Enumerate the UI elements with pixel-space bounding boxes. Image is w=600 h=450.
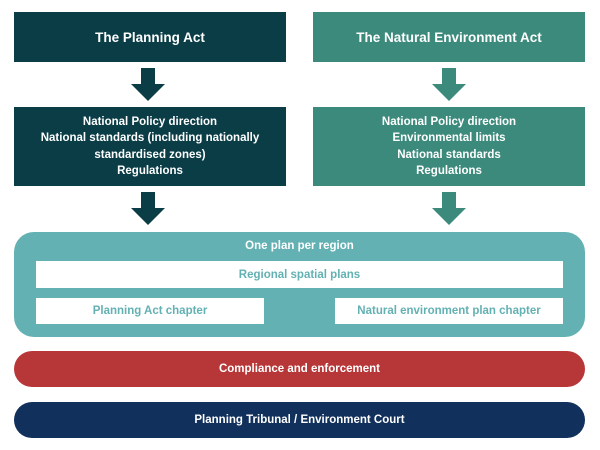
regional-plan-title: One plan per region (245, 240, 354, 252)
natural-environment-act-box: The Natural Environment Act (313, 12, 585, 62)
planning-detail: Regulations (117, 165, 183, 177)
regional-spatial-plans-box: Regional spatial plans (36, 261, 563, 288)
arrow-down-icon (131, 68, 165, 101)
planning-act-details-box: National Policy direction National stand… (14, 107, 286, 186)
arrow-down-icon (131, 192, 165, 225)
environment-detail: Regulations (416, 165, 482, 177)
planning-act-box: The Planning Act (14, 12, 286, 62)
environment-detail: National standards (397, 148, 501, 161)
compliance-enforcement-bar: Compliance and enforcement (14, 351, 585, 387)
planning-detail: National Policy direction (82, 115, 218, 128)
natural-environment-act-title: The Natural Environment Act (356, 29, 542, 45)
environment-detail: National Policy direction (381, 115, 517, 128)
planning-detail: National standards (including nationally (40, 132, 260, 144)
regional-plan-container: One plan per region Regional spatial pla… (14, 232, 585, 337)
planning-detail: standardised zones) (94, 148, 206, 161)
arrow-down-icon (432, 192, 466, 225)
natural-environment-chapter-box: Natural environment plan chapter (335, 298, 563, 324)
environment-detail: Environmental limits (392, 132, 506, 144)
arrow-down-icon (432, 68, 466, 101)
planning-act-chapter-box: Planning Act chapter (36, 298, 264, 324)
natural-environment-details-box: National Policy direction Environmental … (313, 107, 585, 186)
court-bar: Planning Tribunal / Environment Court (14, 402, 585, 438)
planning-act-title: The Planning Act (95, 29, 205, 45)
